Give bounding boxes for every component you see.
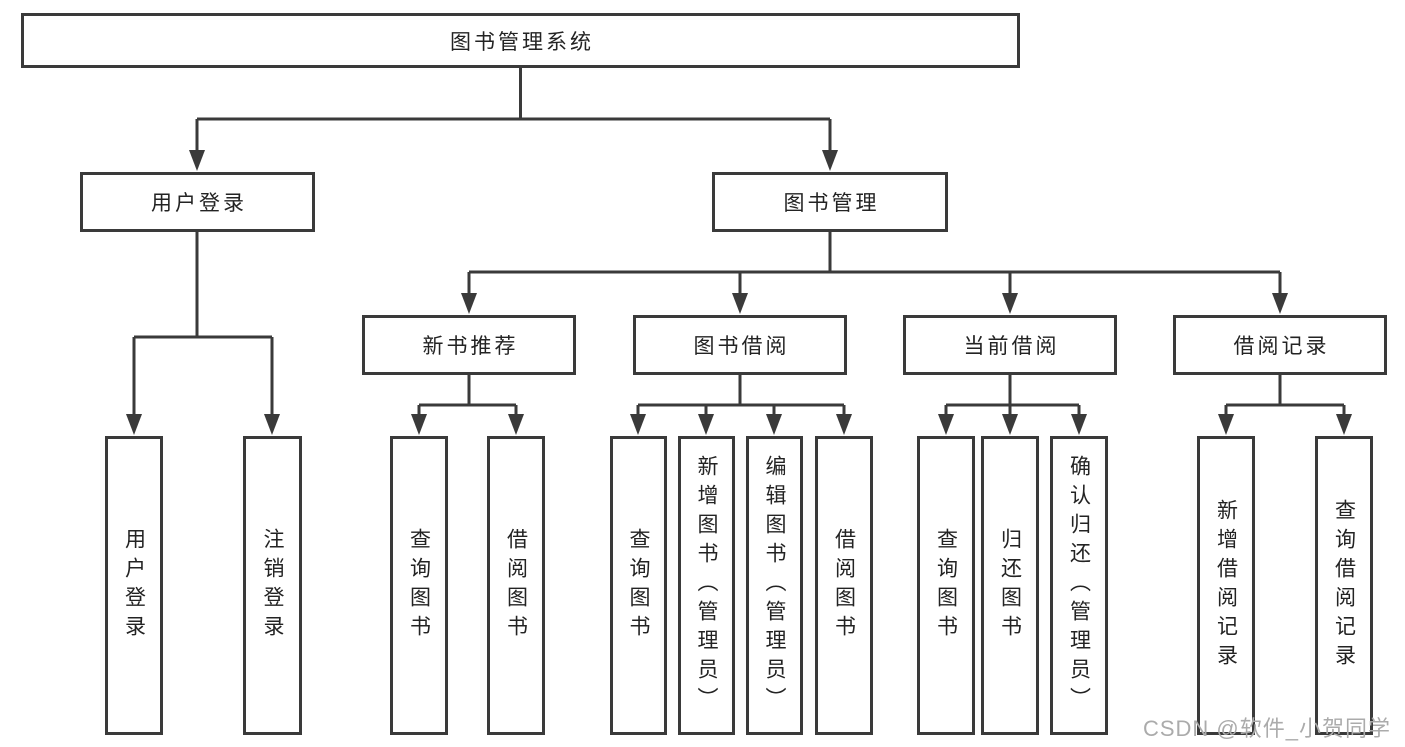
node-label: 当前借阅 [963, 335, 1060, 358]
node-new-book-recommend: 新书推荐 [362, 315, 576, 375]
leaf-return-books: 归还图书 [981, 436, 1039, 735]
leaf-query-borrow-record: 查询借阅记录 [1315, 436, 1373, 735]
node-book-management: 图书管理 [712, 172, 948, 232]
node-label: 新增借阅记录 [1214, 498, 1238, 673]
node-root-library-system: 图书管理系统 [21, 13, 1020, 68]
node-label: 确认归还（管理员） [1067, 455, 1091, 716]
leaf-edit-books-admin: 编辑图书（管理员） [746, 436, 803, 735]
node-label: 图书借阅 [693, 335, 790, 358]
leaf-user-login: 用户登录 [105, 436, 163, 735]
node-label: 查询借阅记录 [1332, 498, 1356, 673]
node-label: 查询图书 [934, 527, 958, 644]
node-label: 借阅记录 [1233, 335, 1330, 358]
node-user-login: 用户登录 [80, 172, 315, 232]
leaf-add-borrow-record: 新增借阅记录 [1197, 436, 1255, 735]
node-label: 借阅图书 [504, 527, 528, 644]
node-label: 新书推荐 [422, 335, 519, 358]
leaf-query-books-recommend: 查询图书 [390, 436, 448, 735]
node-label: 图书管理系统 [450, 30, 594, 54]
node-label: 用户登录 [151, 192, 247, 215]
node-label: 新增图书（管理员） [695, 455, 718, 716]
node-borrow-records: 借阅记录 [1173, 315, 1387, 375]
node-label: 图书管理 [783, 192, 880, 215]
node-label: 查询图书 [627, 527, 650, 644]
node-label: 注销登录 [261, 527, 284, 644]
leaf-query-books-borrow: 查询图书 [610, 436, 667, 735]
node-book-borrow: 图书借阅 [633, 315, 847, 375]
leaf-borrow-books-recommend: 借阅图书 [487, 436, 545, 735]
node-label: 查询图书 [407, 527, 431, 644]
node-current-borrow: 当前借阅 [903, 315, 1117, 375]
node-label: 归还图书 [998, 527, 1022, 644]
leaf-borrow-books: 借阅图书 [815, 436, 873, 735]
node-label: 用户登录 [122, 527, 146, 644]
node-label: 编辑图书（管理员） [763, 455, 786, 716]
leaf-logout: 注销登录 [243, 436, 302, 735]
leaf-query-books-current: 查询图书 [917, 436, 975, 735]
node-label: 借阅图书 [832, 527, 856, 644]
leaf-confirm-return-admin: 确认归还（管理员） [1050, 436, 1108, 735]
csdn-watermark: CSDN @软件_小贺同学 [1142, 716, 1391, 741]
leaf-add-books-admin: 新增图书（管理员） [678, 436, 735, 735]
